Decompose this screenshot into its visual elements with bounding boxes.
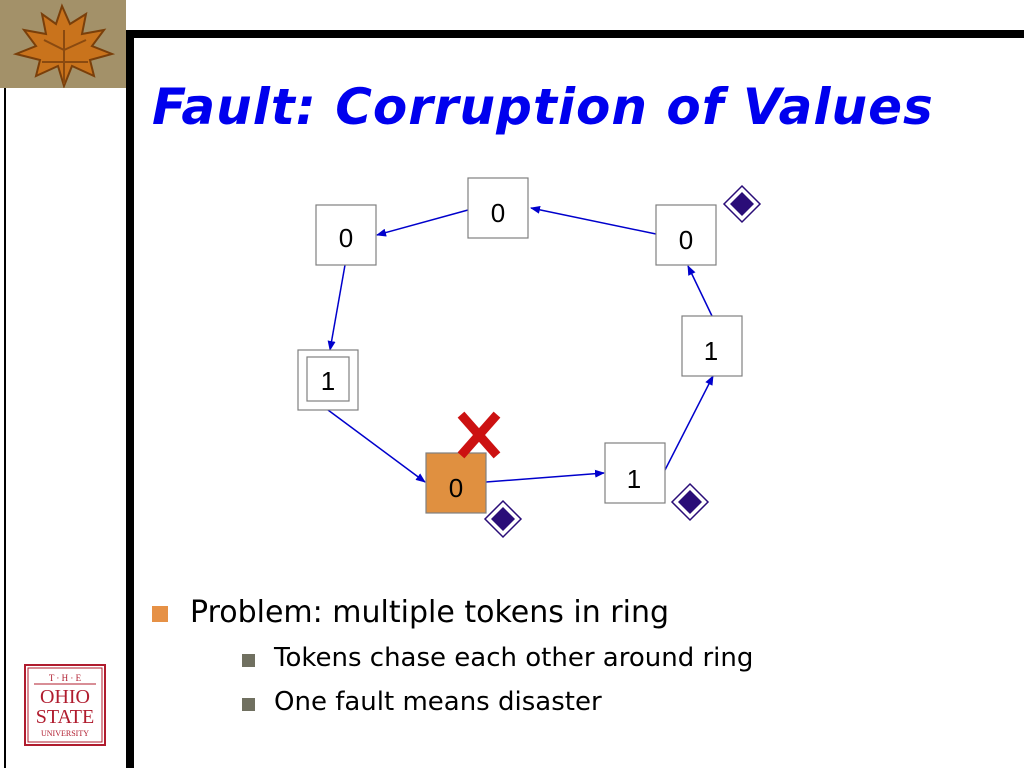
node-value: 0	[679, 225, 693, 255]
university-logo: T · H · E OHIO STATE UNIVERSITY	[24, 664, 106, 746]
red-x-icon	[457, 411, 501, 459]
bullet-item: Problem: multiple tokens in ring Tokens …	[152, 590, 753, 724]
arrow-bottomright-to-right	[664, 375, 714, 471]
arrow-right-to-topright	[687, 265, 713, 317]
node-value: 0	[449, 473, 463, 503]
ring-node-top: 0	[467, 177, 529, 239]
ring-node-right: 1	[681, 315, 743, 377]
sub-bullet-item: Tokens chase each other around ring	[242, 636, 753, 680]
ring-node-bottom-right: 1	[604, 442, 666, 504]
node-value: 0	[491, 198, 505, 228]
slide-frame-left	[126, 30, 134, 768]
slide-frame-top	[126, 30, 1024, 38]
ring-node-top-left: 0	[315, 204, 377, 266]
node-value: 1	[321, 366, 335, 396]
purple-diamond-icon	[483, 499, 523, 539]
arrow-bottomcenter-to-bottomright	[485, 469, 605, 483]
logo-line-3: STATE	[36, 706, 94, 728]
maple-leaf-icon	[0, 0, 126, 88]
logo-line-1: T · H · E	[49, 673, 82, 683]
arrow-left-to-bottomcenter	[327, 409, 426, 483]
bullet-list: Problem: multiple tokens in ring Tokens …	[152, 590, 753, 724]
purple-diamond-icon	[722, 184, 762, 224]
node-value: 0	[339, 223, 353, 253]
ring-node-left: 1	[297, 349, 359, 411]
ring-arrows	[327, 205, 714, 483]
slide-title: Fault: Corruption of Values	[152, 78, 934, 136]
arrow-topright-to-top	[530, 205, 657, 235]
bullet-text: Problem: multiple tokens in ring	[190, 595, 670, 630]
arrow-top-to-topleft	[376, 209, 469, 237]
sub-bullet-list: Tokens chase each other around ring One …	[190, 636, 753, 724]
left-margin-rule	[4, 72, 6, 768]
sub-bullet-item: One fault means disaster	[242, 680, 753, 724]
ring-node-bottom-center-faulty: 0	[425, 452, 487, 514]
node-value: 1	[627, 464, 641, 494]
ring-node-top-right: 0	[655, 204, 717, 266]
logo-line-4: UNIVERSITY	[41, 729, 89, 738]
purple-diamond-icon	[670, 482, 710, 522]
arrow-topleft-to-left	[327, 264, 346, 351]
node-value: 1	[704, 336, 718, 366]
logo-line-2: OHIO	[40, 686, 90, 708]
